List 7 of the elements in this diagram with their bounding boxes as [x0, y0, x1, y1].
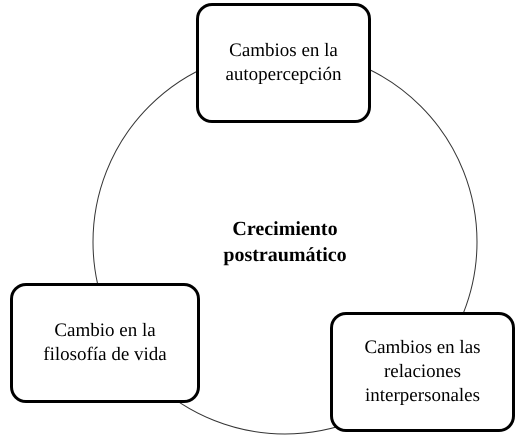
rounded-box [196, 3, 371, 123]
rounded-box [10, 283, 200, 403]
box-label: Cambios en las relaciones interpersonales [363, 336, 482, 408]
box-label: Cambios en la autopercepción [224, 39, 343, 87]
center-label: Crecimiento postraumático [222, 217, 348, 268]
rounded-box [330, 312, 515, 432]
box-label: Cambio en la filosofía de vida [42, 319, 168, 367]
